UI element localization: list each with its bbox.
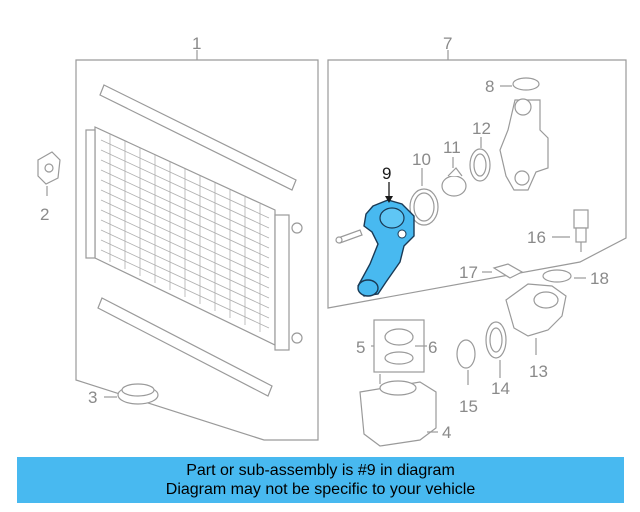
part-2-bracket: 2 [37, 151, 61, 224]
part-9-coolant-pipe[interactable] [357, 199, 415, 297]
callout-3[interactable]: 3 [88, 388, 97, 407]
lower-parts: 13 14 15 5 6 4 [356, 283, 567, 447]
callout-14[interactable]: 14 [491, 379, 510, 398]
callout-8[interactable]: 8 [485, 77, 494, 96]
callout-6[interactable]: 6 [428, 338, 437, 357]
callout-12[interactable]: 12 [472, 119, 491, 138]
callout-13[interactable]: 13 [529, 362, 548, 381]
radiator-core [85, 126, 303, 351]
callout-11[interactable]: 11 [443, 138, 461, 157]
callout-15[interactable]: 15 [459, 397, 478, 416]
caption-line-2: Diagram may not be specific to your vehi… [165, 481, 476, 498]
thermostat-panel: 7 8 12 11 10 9 [327, 34, 627, 309]
part-caption-banner: Part or sub-assembly is #9 in diagram Di… [17, 457, 624, 503]
part-16-sensor: 16 [527, 209, 589, 252]
callout-17[interactable]: 17 [459, 263, 478, 282]
callout-1[interactable]: 1 [192, 34, 201, 53]
callout-9[interactable]: 9 [382, 164, 391, 183]
callout-4[interactable]: 4 [442, 423, 451, 442]
callout-2[interactable]: 2 [40, 205, 49, 224]
part-4-expansion-tank: 4 [359, 374, 451, 447]
callout-18[interactable]: 18 [590, 269, 609, 288]
callout-16[interactable]: 16 [527, 228, 546, 247]
radiator-panel: 1 [37, 34, 319, 441]
caption-line-1: Part or sub-assembly is #9 in diagram [186, 462, 455, 479]
part-3-mount: 3 [88, 383, 159, 407]
callout-10[interactable]: 10 [412, 150, 431, 169]
callout-7[interactable]: 7 [443, 34, 452, 53]
callout-5[interactable]: 5 [356, 338, 365, 357]
